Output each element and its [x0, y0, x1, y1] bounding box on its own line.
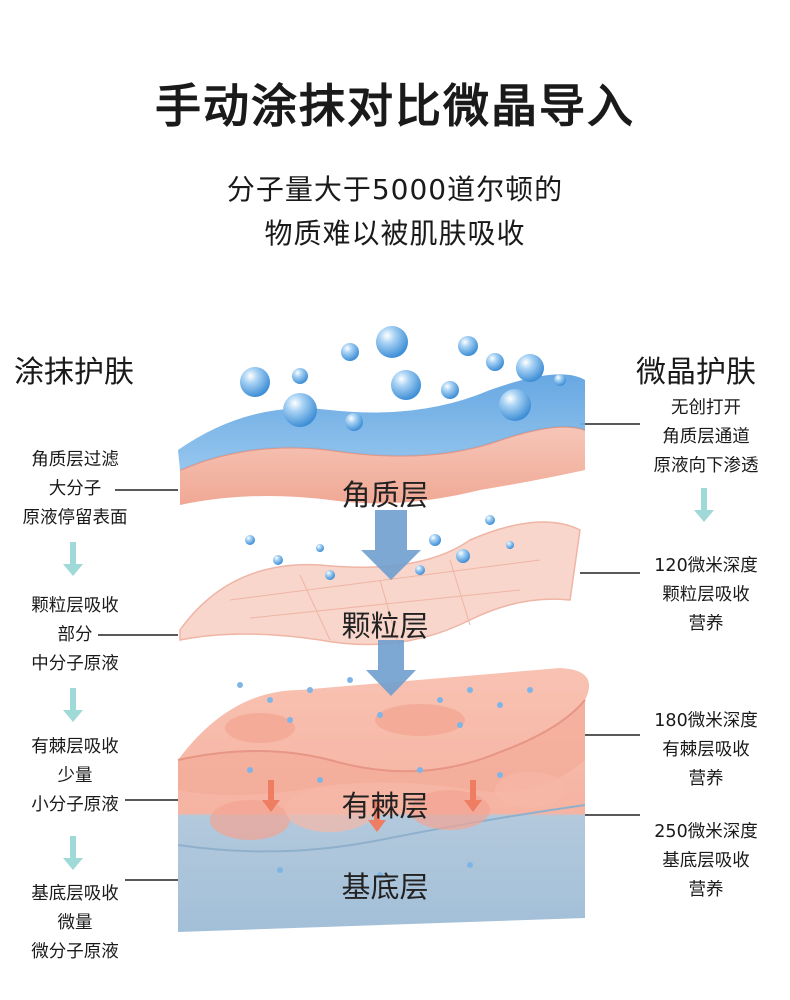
left-down-arrows	[63, 542, 83, 870]
serum-bubbles	[240, 326, 566, 580]
right-down-arrow	[694, 488, 714, 522]
right-note-spinous: 180微米深度 有棘层吸收 营养	[622, 707, 790, 794]
note-line: 有棘层吸收	[31, 737, 119, 757]
left-note-granular: 颗粒层吸收 部分 中分子原液	[0, 592, 150, 679]
right-note-basal: 250微米深度 基底层吸收 营养	[622, 818, 790, 905]
note-line: 原液向下渗透	[653, 456, 759, 476]
note-line: 微量	[57, 913, 93, 933]
note-line: 120微米深度	[654, 556, 758, 576]
stratum-corneum-sheet	[178, 374, 586, 505]
note-line: 250微米深度	[654, 822, 758, 842]
page-subtitle: 分子量大于5000道尔顿的 物质难以被肌肤吸收	[0, 168, 790, 256]
right-note-stratum-corneum: 无创打开 角质层通道 原液向下渗透	[622, 394, 790, 481]
note-line: 无创打开	[671, 398, 741, 418]
note-line: 部分	[57, 625, 93, 645]
note-line: 角质层过滤	[31, 450, 119, 470]
inner-arrows	[262, 780, 482, 832]
note-line: 大分子	[48, 479, 102, 499]
left-note-basal: 基底层吸收 微量 微分子原液	[0, 880, 150, 967]
note-line: 颗粒层吸收	[31, 596, 119, 616]
note-line: 小分子原液	[31, 795, 119, 815]
right-note-granular: 120微米深度 颗粒层吸收 营养	[622, 552, 790, 639]
penetration-arrows	[361, 510, 421, 696]
note-line: 180微米深度	[654, 711, 758, 731]
note-line: 基底层吸收	[662, 851, 750, 871]
note-line: 基底层吸收	[31, 884, 119, 904]
small-particles	[237, 677, 533, 878]
note-line: 少量	[57, 766, 93, 786]
note-line: 有棘层吸收	[662, 740, 750, 760]
left-connector-lines	[98, 489, 178, 881]
note-line: 营养	[688, 769, 724, 789]
note-line: 微分子原液	[31, 942, 119, 962]
page-title: 手动涂抹对比微晶导入	[155, 79, 635, 133]
right-heading: 微晶护肤	[636, 355, 756, 390]
subtitle-line-2: 物质难以被肌肤吸收	[264, 217, 526, 250]
skin-layer-diagram	[63, 326, 714, 932]
note-line: 营养	[688, 614, 724, 634]
layer-label-stratum-corneum: 角质层	[341, 478, 429, 512]
layer-label-basal: 基底层	[341, 870, 429, 904]
left-note-stratum-corneum: 角质层过滤 大分子 原液停留表面	[0, 446, 150, 533]
note-line: 原液停留表面	[22, 508, 128, 528]
note-line: 角质层通道	[662, 427, 750, 447]
layer-label-spinous: 有棘层	[341, 789, 429, 823]
left-note-spinous: 有棘层吸收 少量 小分子原液	[0, 733, 150, 820]
note-line: 中分子原液	[31, 654, 119, 674]
subtitle-line-1: 分子量大于5000道尔顿的	[226, 173, 564, 206]
right-connector-lines	[580, 423, 640, 816]
spinous-basal-block	[177, 668, 590, 932]
granular-layer-sheet	[179, 521, 581, 651]
note-line: 营养	[688, 880, 724, 900]
note-line: 颗粒层吸收	[662, 585, 750, 605]
left-heading: 涂抹护肤	[14, 355, 134, 390]
layer-label-granular: 颗粒层	[341, 609, 429, 643]
